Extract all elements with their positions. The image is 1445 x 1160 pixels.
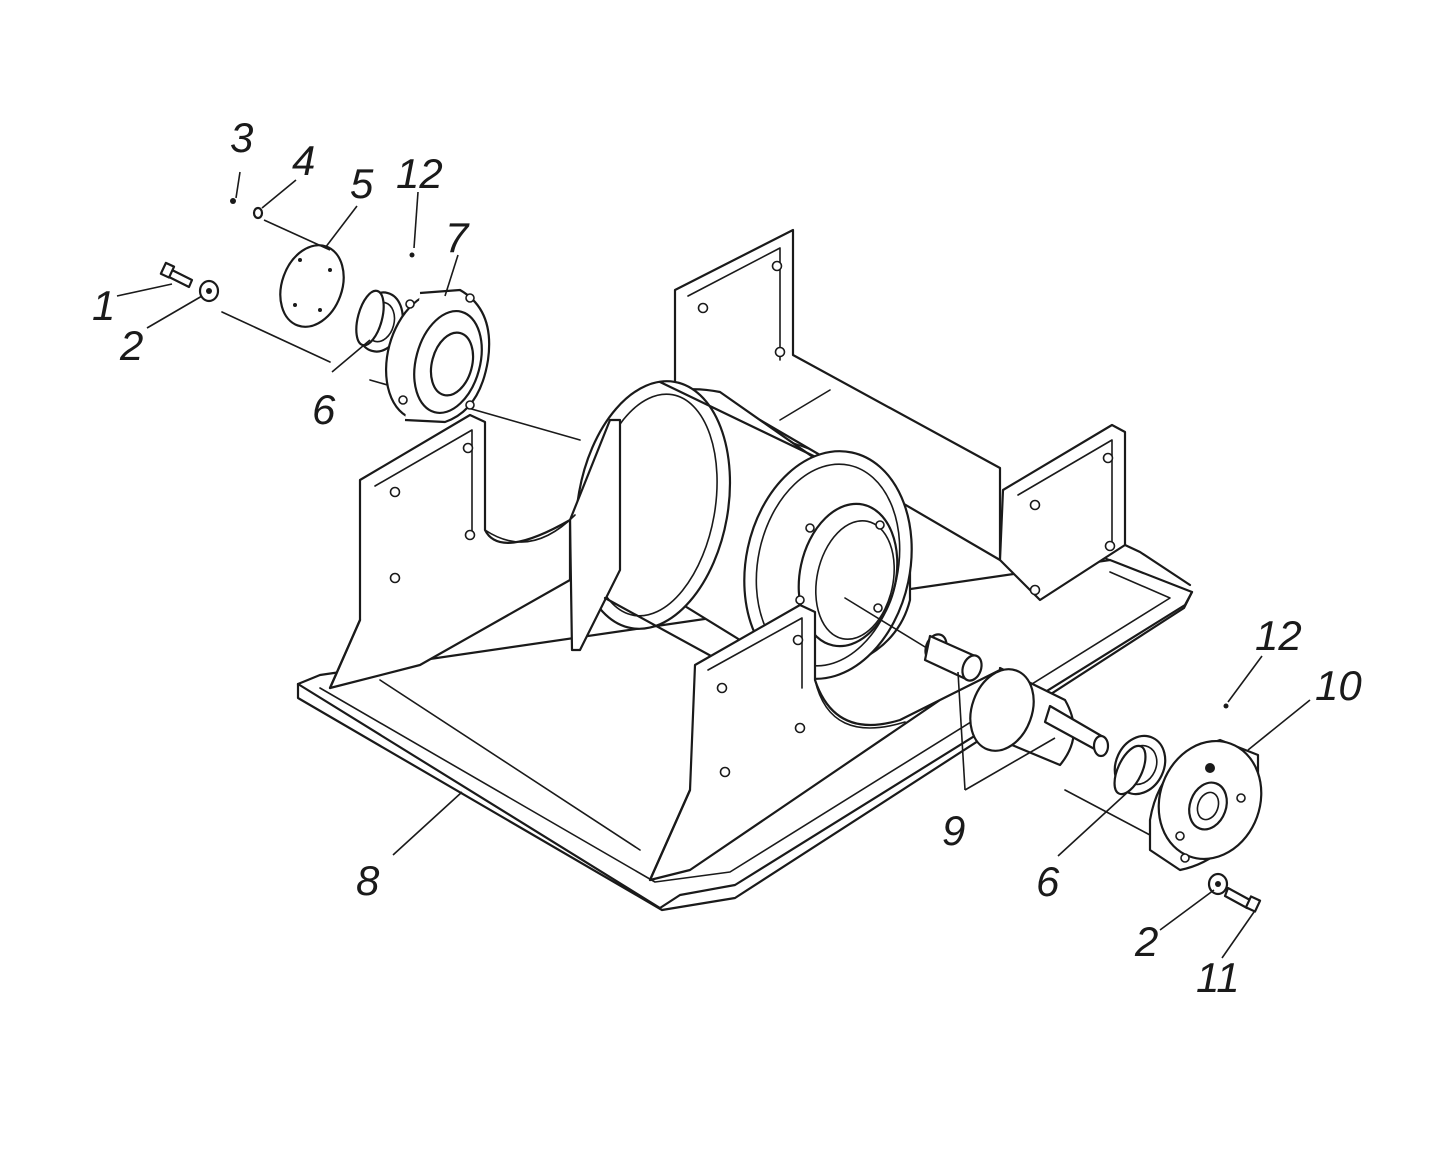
- callout-12: 12: [396, 150, 443, 197]
- left-exploded-assembly: [159, 198, 581, 441]
- callout-9: 9: [942, 807, 965, 854]
- callout-12: 12: [1255, 612, 1302, 659]
- callout-5: 5: [350, 160, 374, 207]
- right-exploded-assembly: [844, 597, 1263, 913]
- callout-6: 6: [312, 386, 336, 433]
- callout-11: 11: [1196, 954, 1240, 1001]
- callout-7: 7: [445, 214, 470, 261]
- callout-6: 6: [1036, 858, 1060, 905]
- center-side-wall: [648, 603, 1002, 882]
- callout-2: 2: [1134, 918, 1158, 965]
- callout-4: 4: [292, 137, 315, 184]
- callout-8: 8: [356, 857, 380, 904]
- right-side-wall: [998, 423, 1192, 602]
- callout-3: 3: [230, 114, 253, 161]
- callout-2: 2: [119, 322, 143, 369]
- callout-1: 1: [92, 282, 115, 329]
- callouts: 1 2 3 4 5 12 7 6 8 9 12 10 6 2 11: [92, 114, 1362, 1001]
- left-side-wall: [328, 413, 576, 690]
- leader-lines: [116, 171, 1311, 959]
- callout-10: 10: [1315, 662, 1362, 709]
